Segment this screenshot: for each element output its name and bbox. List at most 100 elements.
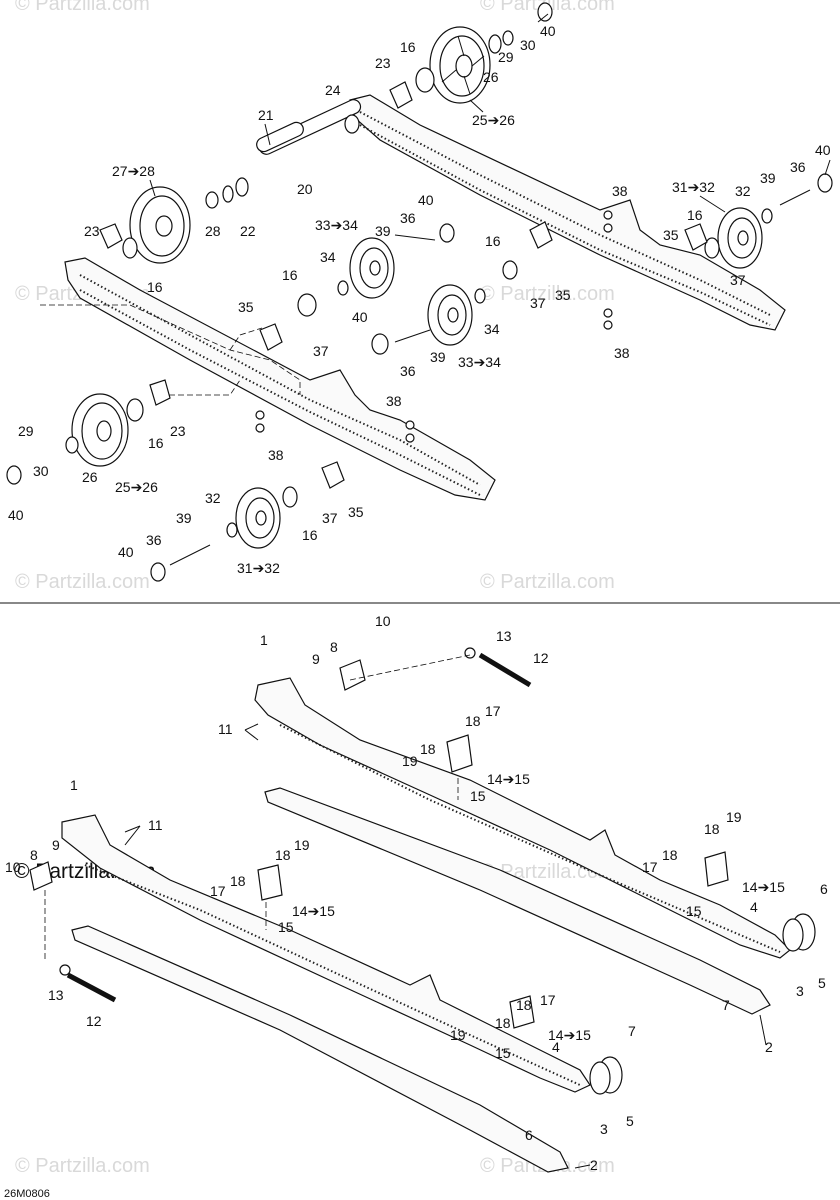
lower-callouts: 1 8 9 10 13 12 11 17 18 18 19 14➔15 15 1… <box>4 613 828 1200</box>
callout: 26 <box>82 469 98 485</box>
callout: 17 <box>485 703 501 719</box>
callout: 33➔34 <box>315 217 358 233</box>
bumper <box>589 1061 611 1095</box>
callout: 10 <box>375 613 391 629</box>
callout: 16 <box>148 435 164 451</box>
bearing <box>65 436 79 454</box>
spacer-washer <box>126 398 144 422</box>
upper-assembly <box>6 2 833 582</box>
callout: 7 <box>628 1023 636 1039</box>
cap <box>439 223 455 243</box>
callout: 28 <box>205 223 221 239</box>
axle-bracket <box>389 81 413 109</box>
callout: 4 <box>750 899 758 915</box>
stopper-bracket <box>446 734 473 773</box>
stopper-bracket <box>704 851 729 887</box>
long-bolt <box>66 972 117 1003</box>
callout: 29 <box>498 49 514 65</box>
cap <box>537 2 553 22</box>
callout: 27➔28 <box>112 163 155 179</box>
callout: 36 <box>400 210 416 226</box>
axle-bracket <box>149 379 171 406</box>
spacer-washer <box>282 486 298 508</box>
callout: 3 <box>600 1121 608 1137</box>
callout: 2 <box>590 1157 598 1173</box>
slide-frame-lower <box>61 814 591 1093</box>
callout: 17 <box>210 883 226 899</box>
runner-lower <box>71 925 569 1173</box>
idler-wheel <box>717 207 763 269</box>
axle-bracket <box>321 461 345 489</box>
callout: 6 <box>820 881 828 897</box>
callout: 1 <box>70 777 78 793</box>
callout: 38 <box>612 183 628 199</box>
callout: 18 <box>230 873 246 889</box>
callout: 2 <box>765 1039 773 1055</box>
callout: 15 <box>495 1045 511 1061</box>
callout: 9 <box>312 651 320 667</box>
callout: 8 <box>30 847 38 863</box>
callout: 15 <box>470 788 486 804</box>
slide-frame-upper <box>254 677 791 959</box>
bearing <box>235 177 249 197</box>
callout: 38 <box>614 345 630 361</box>
callout: 6 <box>525 1127 533 1143</box>
bolt <box>779 189 811 206</box>
bolt <box>169 544 211 566</box>
bolt <box>394 234 436 241</box>
callout: 25➔26 <box>472 112 515 128</box>
callout: 18 <box>465 713 481 729</box>
callout: 18 <box>516 997 532 1013</box>
slide-rail-right <box>349 94 786 331</box>
stopper-bracket <box>509 995 535 1029</box>
callout: 17 <box>540 992 556 1008</box>
callout: 38 <box>268 447 284 463</box>
spacer-washer <box>502 260 518 280</box>
callout: 14➔15 <box>487 771 530 787</box>
callout: 18 <box>275 847 291 863</box>
watermark: © Partzilla.com <box>15 1155 150 1177</box>
callout: 29 <box>18 423 34 439</box>
callout: 23 <box>170 423 186 439</box>
callout: 16 <box>282 267 298 283</box>
callout: 37 <box>313 343 329 359</box>
callout: 3 <box>796 983 804 999</box>
callout: 16 <box>302 527 318 543</box>
callout: 23 <box>375 55 391 71</box>
slide-rail-left <box>64 257 496 501</box>
callout: 18 <box>704 821 720 837</box>
callout: 12 <box>86 1013 102 1029</box>
spacer-washer <box>704 237 720 259</box>
nut <box>405 433 415 443</box>
callout: 38 <box>386 393 402 409</box>
callout: 35 <box>348 504 364 520</box>
callout: 16 <box>147 279 163 295</box>
callout: 37 <box>322 510 338 526</box>
callout: 15 <box>686 903 702 919</box>
idler-wheel <box>129 186 191 264</box>
callout: 14➔15 <box>292 903 335 919</box>
callout: 33➔34 <box>458 354 501 370</box>
callout: 23 <box>84 223 100 239</box>
spacer-washer <box>122 237 138 259</box>
nut <box>59 964 71 976</box>
callout: 13 <box>496 628 512 644</box>
watermark: © Partzilla.com <box>15 571 150 593</box>
callout: 16 <box>687 207 703 223</box>
long-bolt <box>478 652 532 688</box>
spacer-washer <box>415 67 435 93</box>
bearing <box>205 191 219 209</box>
callout: 7 <box>722 997 730 1013</box>
cap <box>817 173 833 193</box>
lower-assembly <box>29 647 816 1173</box>
callout: 24 <box>325 82 341 98</box>
callout: 19 <box>450 1027 466 1043</box>
callout: 14➔15 <box>742 879 785 895</box>
callout: 16 <box>485 233 501 249</box>
callout: 22 <box>240 223 256 239</box>
idler-wheel <box>427 284 473 346</box>
callout: 31➔32 <box>237 560 280 576</box>
bearing <box>761 208 773 224</box>
callout: 15 <box>278 919 294 935</box>
callout: 14➔15 <box>548 1027 591 1043</box>
